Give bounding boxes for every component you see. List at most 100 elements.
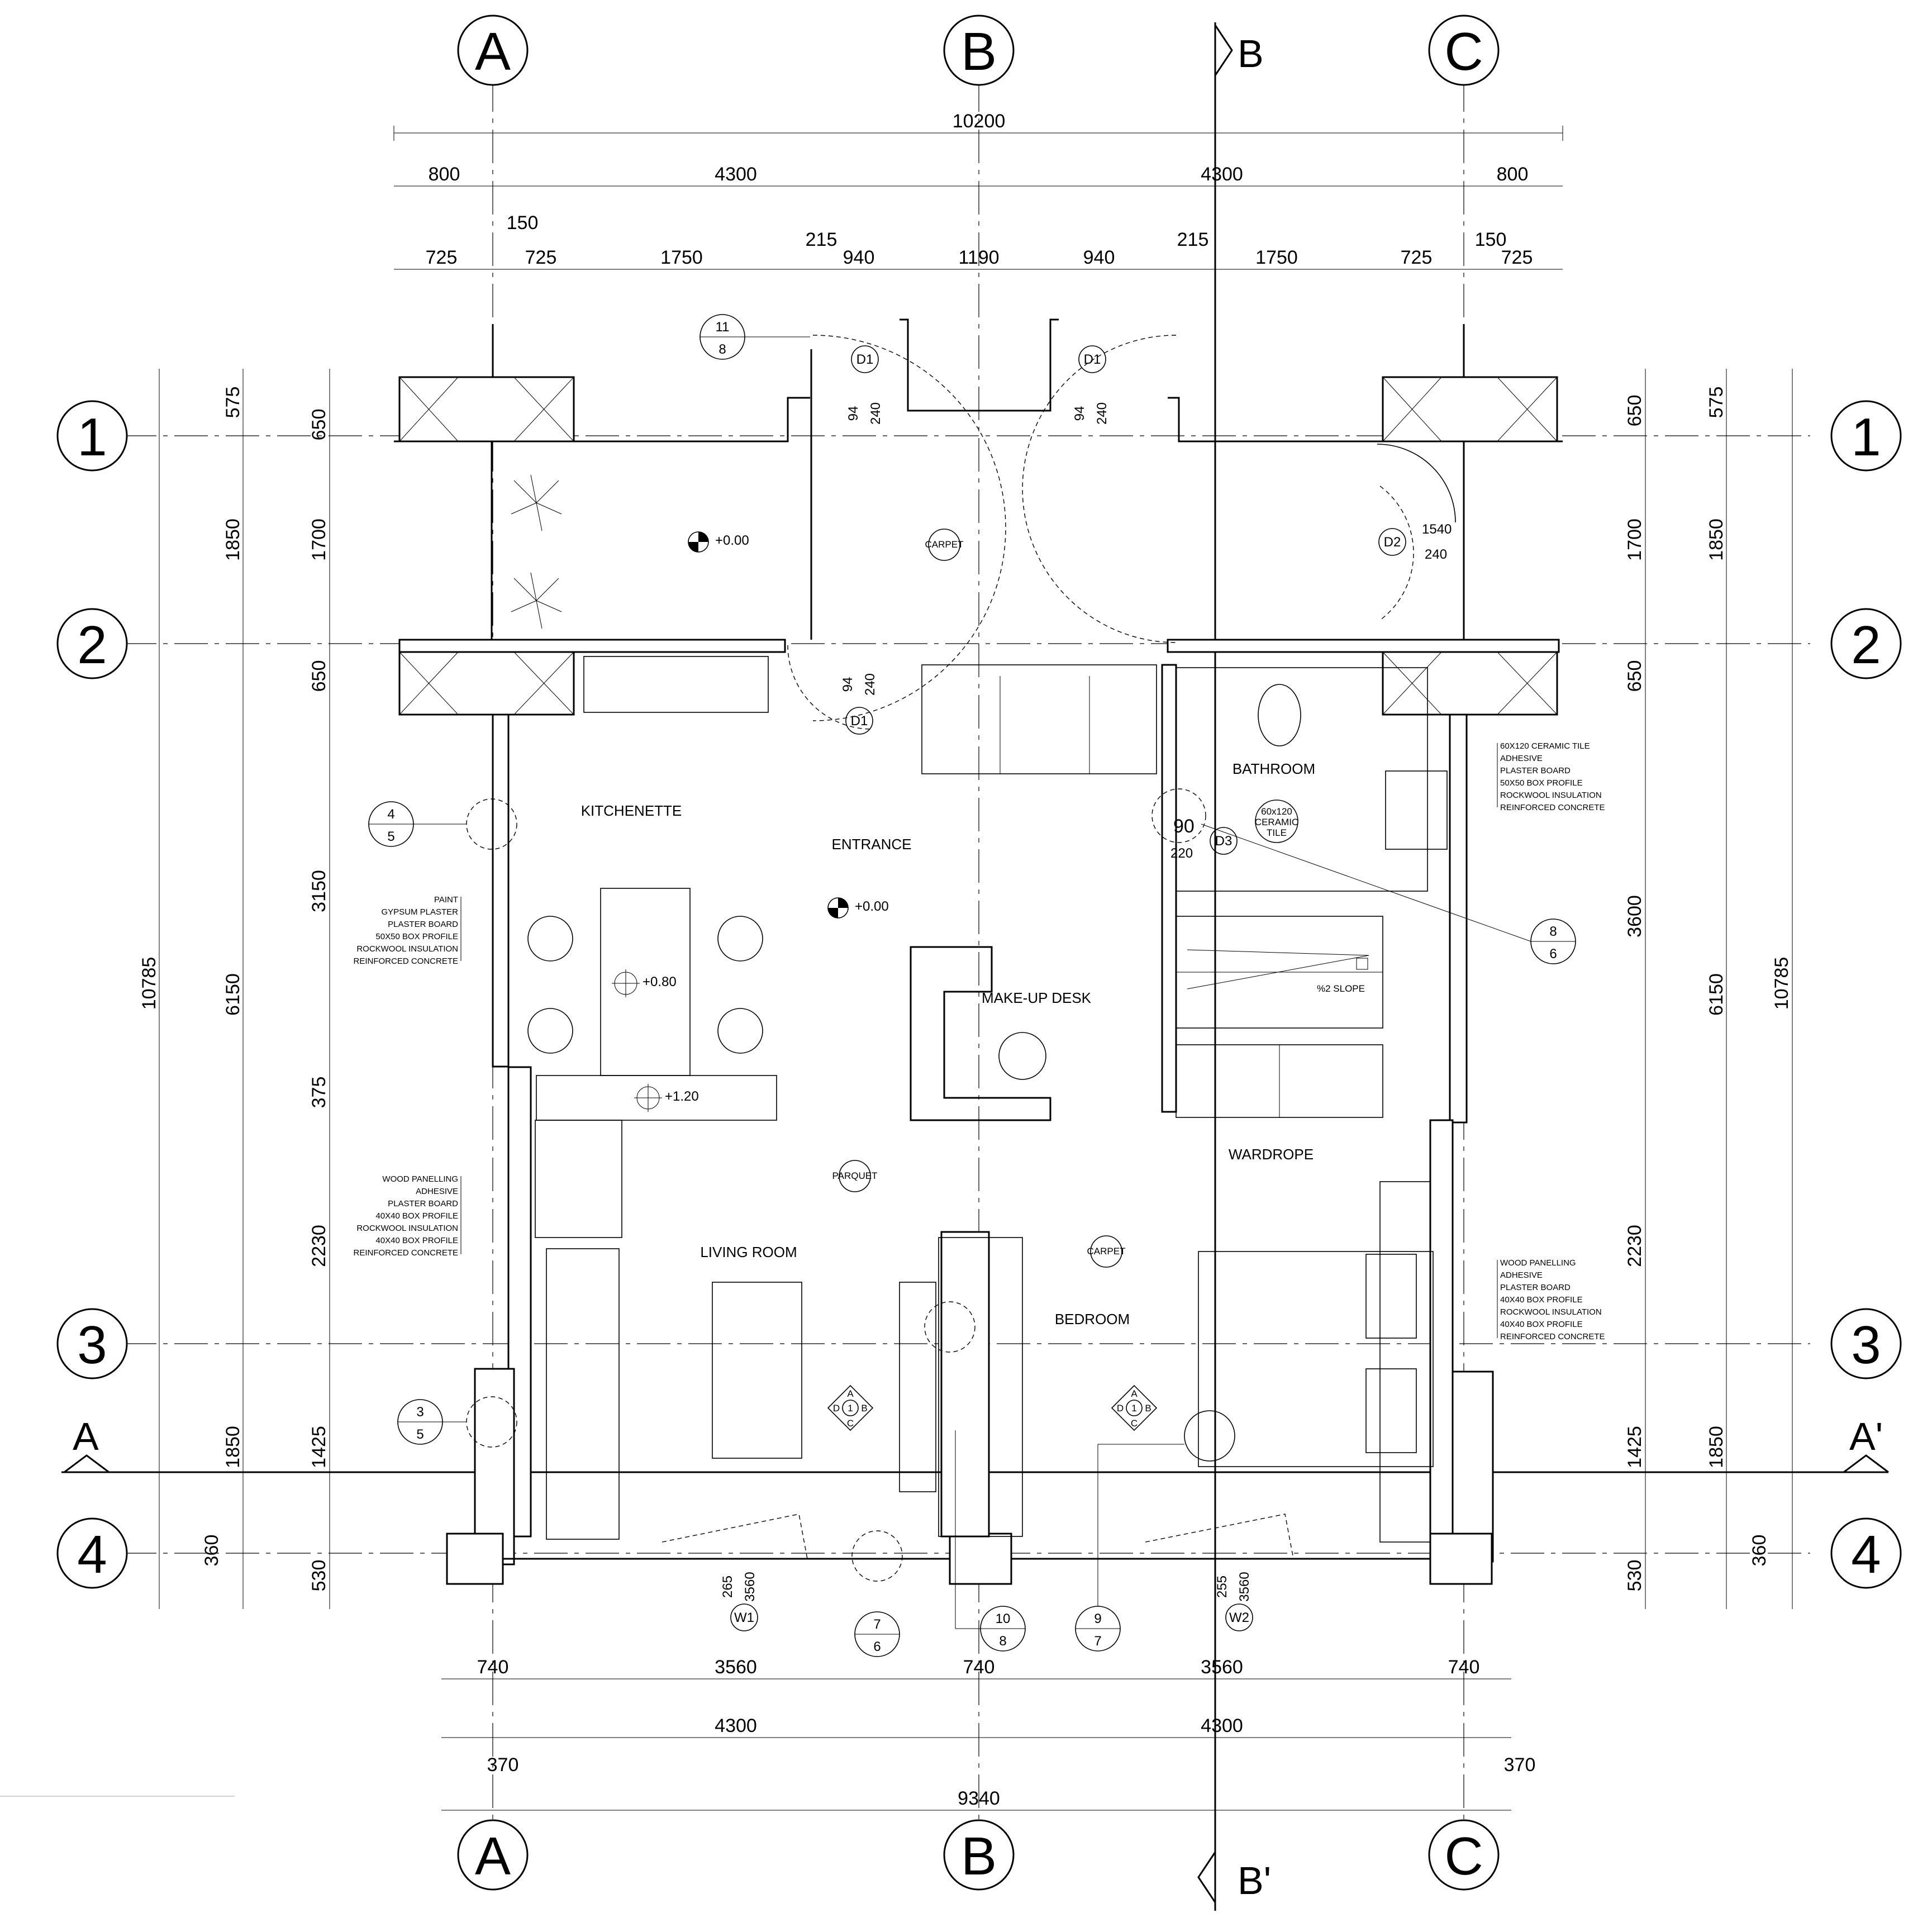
tag-d2: D2 xyxy=(1384,535,1401,550)
dim-d1-entrance-a: 94 xyxy=(840,677,855,692)
grid-bubble-3-left: 3 xyxy=(77,1315,107,1375)
note-right-upper-3: PLASTER BOARD xyxy=(1500,766,1571,775)
level-entrance: +0.00 xyxy=(855,899,889,914)
dim-bottom-offset-left: 370 xyxy=(487,1754,519,1776)
elevation-key-bedroom: A B C D 1 xyxy=(1111,1384,1158,1431)
dim-top-detail-6: 940 xyxy=(1083,247,1115,268)
room-label-living-room: LIVING ROOM xyxy=(700,1244,797,1260)
note-right-upper-4: 50X50 BOX PROFILE xyxy=(1500,778,1583,788)
dim-w2-a: 255 xyxy=(1215,1576,1230,1598)
dim-left-axis-5: 360 xyxy=(201,1535,222,1567)
dim-right-axis-2: 1850 xyxy=(1706,518,1727,561)
section-label-a-left: A xyxy=(73,1415,99,1458)
section-label-b-bottom: B' xyxy=(1238,1859,1271,1902)
shower-slope: %2 SLOPE xyxy=(1317,983,1365,994)
section-label-b-top: B xyxy=(1238,32,1264,75)
left-dimensions: 10785 575 1850 6150 1850 360 650 1700 65… xyxy=(139,369,330,1609)
section-line-a: A A' xyxy=(61,1415,1889,1473)
note-left-upper-2: GYPSUM PLASTER xyxy=(381,907,458,917)
material-parquet: PARQUET xyxy=(832,1170,878,1181)
callout-bubble: 11 8 xyxy=(699,314,810,360)
dim-left-detail-4: 3150 xyxy=(308,870,330,912)
dim-left-axis-2: 1850 xyxy=(222,518,244,561)
grid-bubble-b-top: B xyxy=(961,22,997,82)
structure xyxy=(394,318,1563,1585)
dim-top-detail-7: 1750 xyxy=(1255,247,1298,268)
furniture xyxy=(511,474,1434,1543)
material-tile-c: TILE xyxy=(1267,827,1287,838)
elev-living-d: D xyxy=(833,1403,840,1414)
dim-d3-b: 220 xyxy=(1170,846,1193,861)
grid-bubble-a-top: A xyxy=(475,22,511,82)
dim-left-axis-1: 575 xyxy=(222,387,244,418)
dim-bottom-detail-3: 740 xyxy=(963,1657,995,1678)
room-label-kitchenette: KITCHENETTE xyxy=(581,802,682,819)
section-line-b: B B' xyxy=(1197,22,1271,1911)
dim-right-detail-1: 650 xyxy=(1624,395,1645,427)
dim-top-axis-2: 4300 xyxy=(715,164,757,185)
level-terrace: +0.00 xyxy=(715,533,749,548)
dim-top-small-4: 150 xyxy=(1475,229,1507,250)
elev-living-c: C xyxy=(847,1418,854,1429)
grid-bubble-c-top: C xyxy=(1444,22,1483,82)
note-left-upper-1: PAINT xyxy=(434,895,458,905)
note-right-upper-1: 60X120 CERAMIC TILE xyxy=(1500,741,1590,751)
dim-top-detail-5: 1190 xyxy=(958,247,999,268)
callout-2-bottom: 5 xyxy=(387,829,394,844)
callout-bubble: 10 8 xyxy=(955,1430,1026,1652)
wall-notes-left-upper: PAINT GYPSUM PLASTER PLASTER BOARD 50X50… xyxy=(353,895,461,966)
elev-bedroom-n: 1 xyxy=(1131,1403,1136,1414)
level-markers: +0.00 +0.00 +0.80 +1.20 xyxy=(612,531,889,1112)
elev-living-a: A xyxy=(847,1388,854,1399)
note-left-upper-5: ROCKWOOL INSULATION xyxy=(356,944,458,954)
dim-left-detail-3: 650 xyxy=(308,660,330,692)
dim-top-small-3: 215 xyxy=(1177,229,1209,250)
dim-left-detail-7: 1425 xyxy=(308,1426,330,1468)
callout-5-bottom: 6 xyxy=(873,1639,881,1654)
door-swings xyxy=(466,335,1414,1582)
callout-4-bottom: 5 xyxy=(416,1427,423,1442)
level-counter: +0.80 xyxy=(643,974,677,989)
note-right-lower-4: 40X40 BOX PROFILE xyxy=(1500,1295,1583,1305)
tag-d1-right: D1 xyxy=(1084,352,1101,367)
callout-7-bottom: 7 xyxy=(1094,1634,1101,1649)
callout-3-top: 8 xyxy=(1549,924,1557,939)
note-right-upper-6: REINFORCED CONCRETE xyxy=(1500,803,1605,812)
dim-top-detail-8: 725 xyxy=(1401,247,1433,268)
dim-d1-entrance-b: 240 xyxy=(863,673,878,696)
callout-6-bottom: 8 xyxy=(999,1634,1006,1649)
wall-notes-right-upper: 60X120 CERAMIC TILE ADHESIVE PLASTER BOA… xyxy=(1497,741,1605,812)
tag-d1-left: D1 xyxy=(856,352,874,367)
dim-top-detail-9: 725 xyxy=(1501,247,1533,268)
elev-bedroom-b: B xyxy=(1145,1403,1151,1414)
dim-left-axis-4: 1850 xyxy=(222,1426,244,1468)
grid-bubble-4-left: 4 xyxy=(77,1525,107,1584)
callout-2-top: 4 xyxy=(387,807,394,822)
note-left-upper-6: REINFORCED CONCRETE xyxy=(353,957,458,966)
grid-bubble-a-bottom: A xyxy=(475,1826,511,1886)
dim-d1-right-a: 94 xyxy=(1072,406,1087,421)
tag-w1: W1 xyxy=(734,1610,754,1625)
dim-bottom-detail-1: 740 xyxy=(477,1657,509,1678)
callout-1-top: 11 xyxy=(716,320,730,335)
note-right-lower-3: PLASTER BOARD xyxy=(1500,1283,1571,1292)
room-label-bedroom: BEDROOM xyxy=(1055,1311,1130,1327)
dim-top-axis-3: 4300 xyxy=(1201,164,1243,185)
dim-d1-right-b: 240 xyxy=(1095,402,1110,425)
dim-d3-a: 90 xyxy=(1173,816,1195,837)
right-dimensions: 650 1700 650 3600 2230 1425 530 575 1850… xyxy=(1624,369,1793,1609)
note-right-lower-7: REINFORCED CONCRETE xyxy=(1500,1332,1605,1341)
grid-bubble-3-right: 3 xyxy=(1851,1315,1881,1375)
room-label-bathroom: BATHROOM xyxy=(1233,760,1315,777)
dim-top-detail-1: 725 xyxy=(426,247,458,268)
material-tile-a: 60x120 xyxy=(1261,806,1292,817)
dim-left-detail-8: 530 xyxy=(308,1560,330,1592)
callout-4-top: 3 xyxy=(416,1405,423,1420)
dim-right-detail-4: 3600 xyxy=(1624,895,1645,938)
grid-bubbles: A B C A B C 1 2 3 4 1 2 3 4 xyxy=(56,15,1902,1891)
dim-d1-left-b: 240 xyxy=(868,402,883,425)
tag-d1-entrance: D1 xyxy=(851,713,868,729)
elev-bedroom-d: D xyxy=(1117,1403,1124,1414)
dim-left-detail-1: 650 xyxy=(308,409,330,441)
dim-right-detail-6: 1425 xyxy=(1624,1426,1645,1468)
